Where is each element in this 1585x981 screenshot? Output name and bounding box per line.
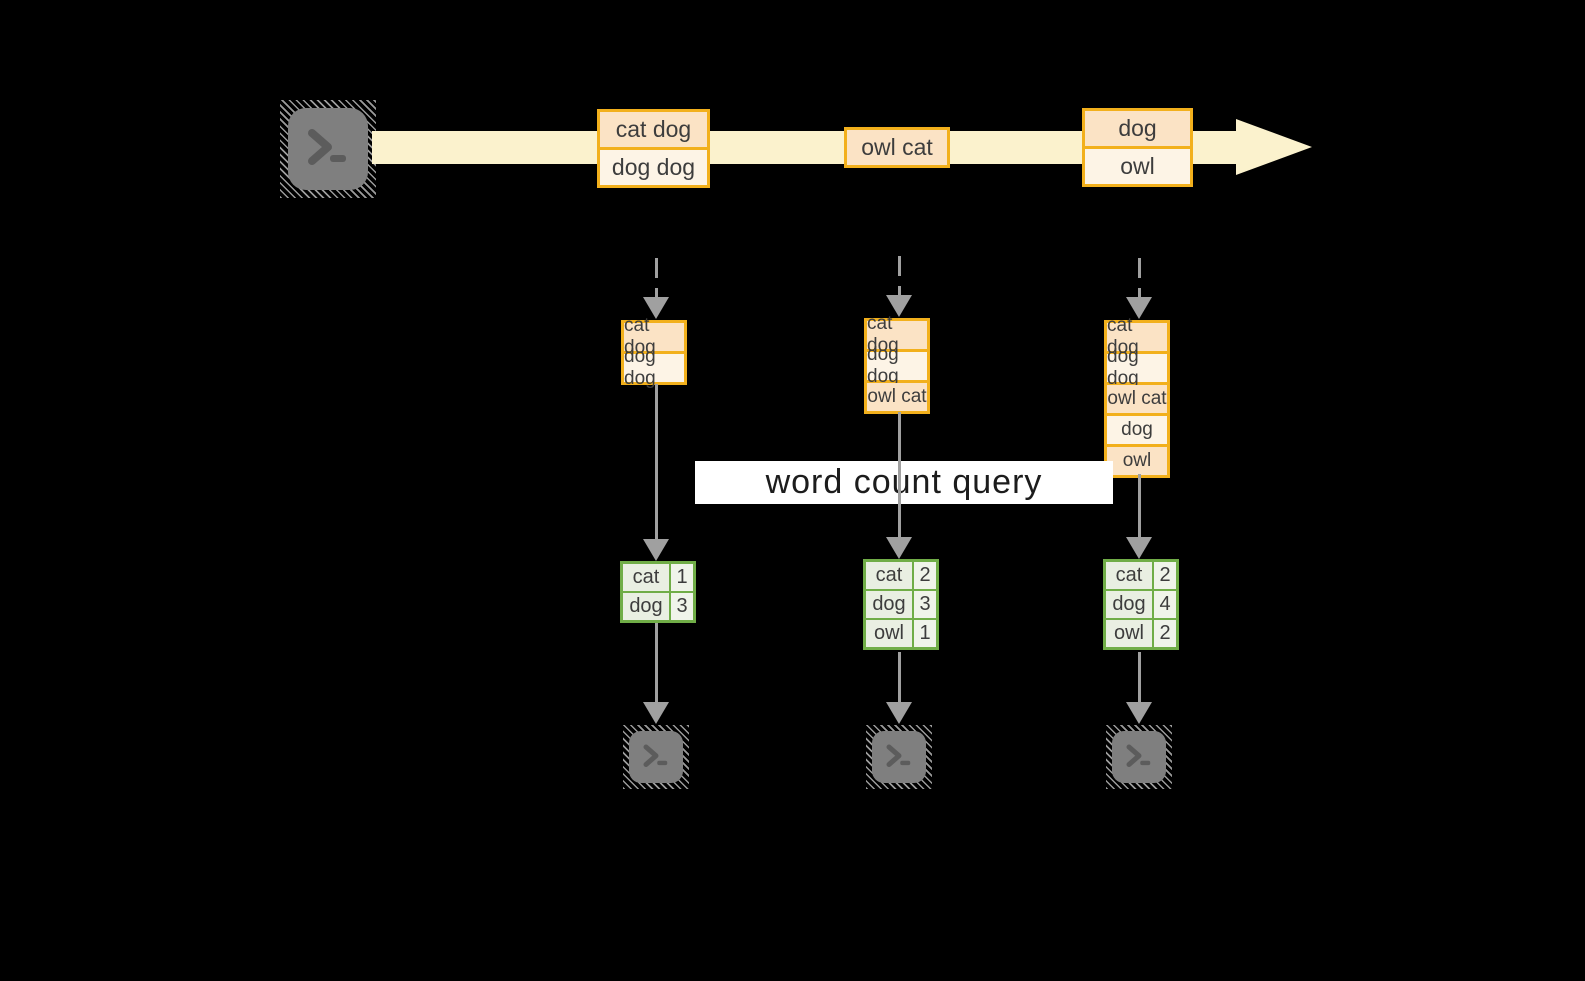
stream-event-box-2: owl cat [844,127,950,168]
stream-event-box-3: dog owl [1082,108,1193,187]
connector-line [1138,474,1141,538]
stream-event-row: owl cat [847,130,947,165]
count-word: cat [866,562,912,589]
terminal-prompt-icon [308,129,346,165]
terminal-icon [629,731,683,783]
stream-arrowhead-icon [1236,119,1312,175]
count-word: cat [1106,562,1152,589]
stream-event-row: cat dog [600,112,707,147]
arrowhead-icon [1126,702,1152,724]
terminal-icon [872,731,926,783]
arrowhead-icon [643,702,669,724]
terminal-icon [1112,731,1166,783]
terminal-icon [288,108,368,190]
dashed-connector [1138,258,1141,298]
buffer-row: cat dog [867,313,927,356]
count-word: owl [866,620,912,647]
count-word: dog [866,591,912,618]
count-table-1: cat 1 dog 3 [620,561,696,623]
connector-line [655,623,658,703]
stream-event-box-1: cat dog dog dog [597,109,710,188]
buffer-row: dog dog [1107,346,1167,389]
count-value: 3 [671,593,693,620]
buffer-stack-3: cat dog dog dog owl cat dog owl [1104,315,1170,478]
arrowhead-icon [886,295,912,317]
count-value: 2 [1154,562,1176,589]
buffer-stack-1: cat dog dog dog [621,315,687,389]
buffer-row: owl cat [867,383,927,411]
buffer-row: owl [1107,447,1167,475]
terminal-prompt-icon [1126,744,1151,767]
count-value: 4 [1154,591,1176,618]
arrowhead-icon [886,702,912,724]
connector-line [1138,652,1141,703]
source-terminal [280,100,376,198]
terminal-prompt-icon [643,744,668,767]
sink-terminal-2 [866,725,932,789]
arrowhead-icon [643,539,669,561]
dashed-connector [655,258,658,298]
stream-event-row: dog [1085,111,1190,146]
arrowhead-icon [1126,537,1152,559]
count-value: 2 [1154,620,1176,647]
count-table-2: cat 2 dog 3 owl 1 [863,559,939,650]
count-word: dog [1106,591,1152,618]
terminal-prompt-icon [886,744,911,767]
arrowhead-icon [643,297,669,319]
count-word: cat [623,564,669,591]
stream-event-row: owl [1085,149,1190,184]
sink-terminal-3 [1106,725,1172,789]
count-value: 1 [671,564,693,591]
count-word: owl [1106,620,1152,647]
arrowhead-icon [886,537,912,559]
query-label-box: word count query [695,461,1113,504]
dashed-connector [898,256,901,296]
buffer-row: dog dog [867,344,927,387]
count-value: 2 [914,562,936,589]
stream-event-row: dog dog [600,150,707,185]
arrowhead-icon [1126,297,1152,319]
count-table-3: cat 2 dog 4 owl 2 [1103,559,1179,650]
query-label: word count query [765,463,1043,501]
buffer-row: dog [1107,416,1167,444]
sink-terminal-1 [623,725,689,789]
connector-line [898,652,901,703]
buffer-row: dog dog [624,346,684,389]
connector-line [655,384,658,540]
connector-line [898,412,901,538]
count-word: dog [623,593,669,620]
buffer-stack-2: cat dog dog dog owl cat [864,313,930,414]
buffer-row: owl cat [1107,385,1167,413]
count-value: 1 [914,620,936,647]
count-value: 3 [914,591,936,618]
